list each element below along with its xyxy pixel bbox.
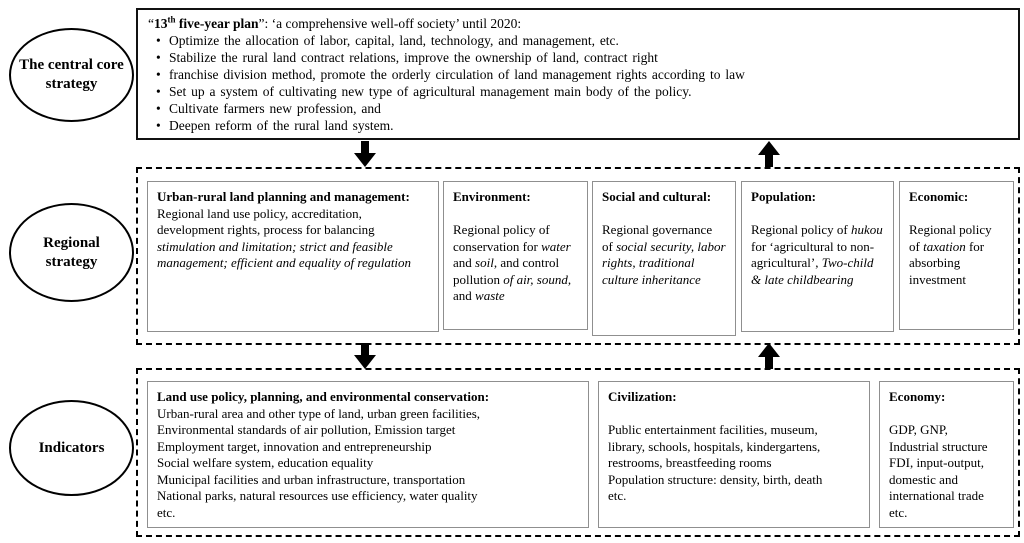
bullet-icon: •: [156, 84, 161, 99]
box-title: Social and cultural:: [602, 189, 712, 204]
indicators-container: Land use policy, planning, and environme…: [136, 368, 1020, 537]
box-social-cultural: Social and cultural: Regional governance…: [592, 181, 736, 336]
box-title: Urban-rural land planning and management…: [157, 189, 410, 204]
box-body: Regional policy of conservation for wate…: [453, 222, 572, 303]
box-line: domestic and: [889, 471, 958, 487]
box-line: Urban-rural area and other type of land,…: [157, 405, 481, 421]
down-arrow-icon: [353, 141, 377, 167]
up-arrow-icon: [757, 343, 781, 369]
box-economy: Economy: GDP, GNP, Industrial structure …: [879, 381, 1014, 528]
spacer: [909, 206, 1004, 223]
box-body: Regional land use policy, accreditation,…: [157, 205, 412, 271]
box-body: Regional policy of hukou for ‘agricultur…: [751, 222, 883, 287]
bullet-icon: •: [156, 33, 161, 48]
box-line: National parks, natural resources use ef…: [157, 488, 478, 503]
bullet-item: •Deepen reform of the rural land system.: [156, 118, 394, 133]
bullet-item: •franchise division method, promote the …: [156, 67, 745, 82]
spacer: [453, 206, 578, 223]
box-body: Regional governance of social security, …: [602, 222, 726, 287]
box-title: Civilization:: [608, 389, 677, 404]
box-line: FDI, input-output,: [889, 455, 984, 470]
box-economic: Economic: Regional policy of taxation fo…: [899, 181, 1014, 330]
box-line: Municipal facilities and urban infrastru…: [157, 471, 466, 487]
bullet-icon: •: [156, 118, 161, 133]
spacer: [602, 206, 726, 223]
spacer: [889, 406, 1004, 423]
box-line: etc.: [889, 504, 908, 520]
box-title: Land use policy, planning, and environme…: [157, 389, 490, 404]
central-strategy-box: “13th five-year plan”: ‘a comprehensive …: [136, 8, 1020, 140]
box-urban-rural-land-planning: Urban-rural land planning and management…: [147, 181, 439, 332]
box-environment: Environment: Regional policy of conserva…: [443, 181, 588, 330]
box-body: Regional policy of taxation for absorbin…: [909, 222, 992, 287]
box-population: Population: Regional policy of hukou for…: [741, 181, 894, 332]
box-land-use-policy: Land use policy, planning, and environme…: [147, 381, 589, 528]
spacer: [751, 206, 884, 223]
ellipse-label: Indicators: [38, 439, 105, 456]
box-line: Employment target, innovation and entrep…: [157, 438, 432, 454]
box-line: library, schools, hospitals, kindergarte…: [608, 438, 821, 454]
bullet-icon: •: [156, 101, 161, 116]
box-title: Economic:: [909, 189, 969, 204]
box-line: Industrial structure: [889, 438, 988, 454]
ellipse-label: The central core strategy: [19, 57, 124, 92]
box-line: Environmental standards of air pollution…: [157, 422, 456, 437]
box-title: Population:: [751, 189, 817, 204]
down-arrow-icon: [353, 343, 377, 369]
bullet-icon: •: [156, 67, 161, 82]
box-line: international trade: [889, 488, 984, 503]
ellipse-regional-strategy: Regional strategy: [9, 203, 134, 302]
box-civilization: Civilization: Public entertainment facil…: [598, 381, 870, 528]
central-box-bullet-list: •Optimize the allocation of labor, capit…: [148, 32, 1008, 134]
box-line: restrooms, breastfeeding rooms: [608, 455, 772, 470]
box-title: Environment:: [453, 189, 531, 204]
bullet-item: •Stabilize the rural land contract relat…: [156, 50, 658, 65]
ellipse-indicators: Indicators: [9, 400, 134, 496]
bullet-item: •Cultivate farmers new profession, and: [156, 101, 381, 116]
ordinal-superscript: th: [167, 14, 176, 25]
bullet-icon: •: [156, 50, 161, 65]
box-line: etc.: [608, 488, 627, 503]
bullet-item: •Set up a system of cultivating new type…: [156, 84, 692, 99]
ellipse-central-core-strategy: The central core strategy: [9, 28, 134, 122]
box-line: GDP, GNP,: [889, 422, 948, 437]
box-line: etc.: [157, 504, 176, 520]
up-arrow-icon: [757, 141, 781, 167]
box-line: Public entertainment facilities, museum,: [608, 422, 818, 437]
regional-strategy-container: Urban-rural land planning and management…: [136, 167, 1020, 345]
box-line: Social welfare system, education equalit…: [157, 455, 374, 470]
bullet-item: •Optimize the allocation of labor, capit…: [156, 33, 619, 48]
box-line: Population structure: density, birth, de…: [608, 471, 823, 487]
spacer: [608, 406, 860, 423]
ellipse-label: Regional strategy: [43, 234, 100, 270]
box-title: Economy:: [889, 389, 946, 404]
central-box-title: “13th five-year plan”: ‘a comprehensive …: [148, 14, 522, 31]
